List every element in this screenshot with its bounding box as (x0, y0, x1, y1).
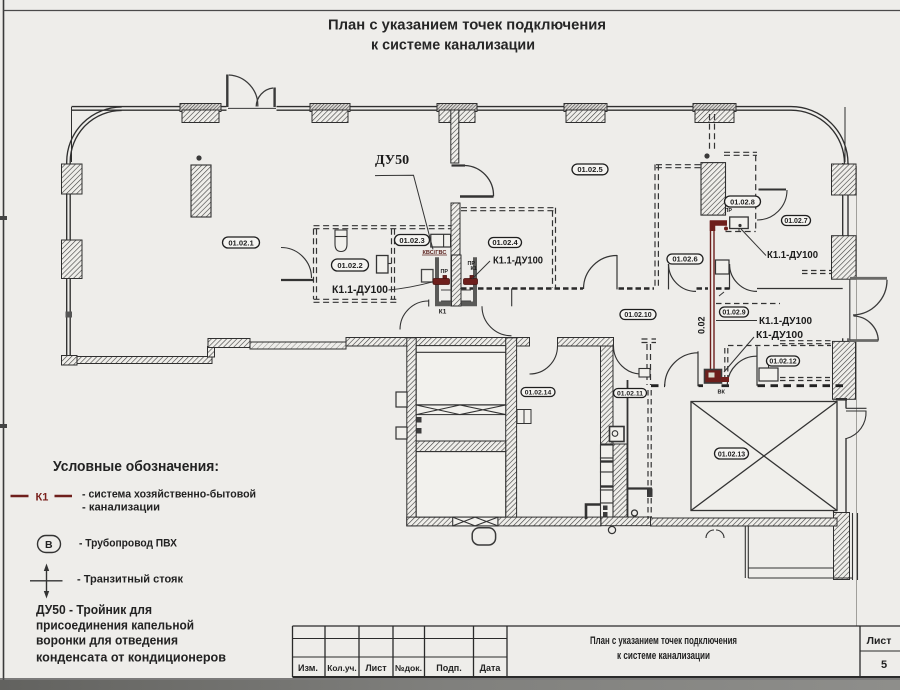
svg-text:ПР: ПР (725, 208, 733, 214)
svg-text:- система хозяйственно-бытовой: - система хозяйственно-бытовой (82, 489, 256, 501)
svg-text:К1-ДУ100: К1-ДУ100 (756, 330, 804, 341)
svg-text:Дата: Дата (480, 663, 502, 673)
svg-text:К1: К1 (471, 266, 477, 272)
svg-text:План с указанием точек подключ: План с указанием точек подключения (590, 635, 737, 647)
svg-text:01.02.6: 01.02.6 (672, 255, 697, 264)
svg-text:ПР: ПР (441, 269, 449, 275)
svg-text:К1: К1 (36, 492, 49, 504)
svg-text:01.02.12: 01.02.12 (769, 359, 796, 366)
svg-text:ДУ50 - Тройник для: ДУ50 - Тройник для (36, 602, 152, 617)
svg-text:0.02: 0.02 (697, 316, 707, 334)
svg-text:01.02.2: 01.02.2 (337, 261, 362, 270)
svg-text:ПР: ПР (468, 261, 476, 267)
svg-text:В: В (45, 539, 53, 551)
svg-text:01.02.10: 01.02.10 (624, 312, 651, 319)
svg-text:5: 5 (881, 659, 887, 671)
svg-text:01.02.7: 01.02.7 (784, 218, 807, 225)
svg-text:конденсата от кондиционеров: конденсата от кондиционеров (36, 650, 226, 665)
svg-text:Условные обозначения:: Условные обозначения: (53, 458, 219, 475)
svg-text:ВК: ВК (718, 390, 726, 396)
svg-text:Подп.: Подп. (436, 663, 462, 673)
svg-text:К1.1-ДУ100: К1.1-ДУ100 (767, 250, 819, 261)
svg-text:01.02.9: 01.02.9 (722, 310, 745, 317)
svg-text:воронки для отведения: воронки для отведения (36, 633, 178, 648)
svg-text:- канализации: - канализации (82, 502, 160, 514)
svg-text:01.02.1: 01.02.1 (228, 238, 254, 247)
svg-text:к системе канализации: к системе канализации (617, 650, 710, 662)
svg-text:01.02.4: 01.02.4 (492, 238, 518, 247)
svg-text:к системе канализации: к системе канализации (371, 37, 535, 54)
svg-text:01.02.14: 01.02.14 (525, 390, 552, 397)
svg-text:- Транзитный стояк: - Транзитный стояк (77, 574, 183, 586)
svg-text:01.02.13: 01.02.13 (718, 451, 745, 458)
svg-text:КВС/ГВС: КВС/ГВС (423, 250, 447, 256)
svg-text:01.02.3: 01.02.3 (399, 236, 424, 245)
svg-text:01.02.5: 01.02.5 (577, 165, 603, 174)
svg-text:К1.1-ДУ100: К1.1-ДУ100 (759, 316, 813, 327)
svg-text:К1.1-ДУ100: К1.1-ДУ100 (332, 284, 388, 296)
svg-text:К1: К1 (439, 308, 447, 315)
svg-text:ДУ50: ДУ50 (375, 153, 409, 168)
svg-text:К1.1-ДУ100: К1.1-ДУ100 (493, 256, 544, 267)
svg-text:- Трубопровод ПВХ: - Трубопровод ПВХ (79, 538, 178, 550)
svg-text:Лист: Лист (365, 663, 387, 673)
svg-text:План с указанием точек подключ: План с указанием точек подключения (328, 17, 606, 34)
svg-text:присоединения капельной: присоединения капельной (36, 618, 194, 633)
svg-text:Лист: Лист (867, 635, 892, 647)
svg-text:Изм.: Изм. (298, 663, 318, 673)
svg-text:№док.: №док. (395, 663, 422, 673)
svg-text:01.02.11: 01.02.11 (617, 391, 643, 398)
svg-text:01.02.8: 01.02.8 (730, 197, 755, 206)
svg-text:Кол.уч.: Кол.уч. (327, 663, 357, 673)
